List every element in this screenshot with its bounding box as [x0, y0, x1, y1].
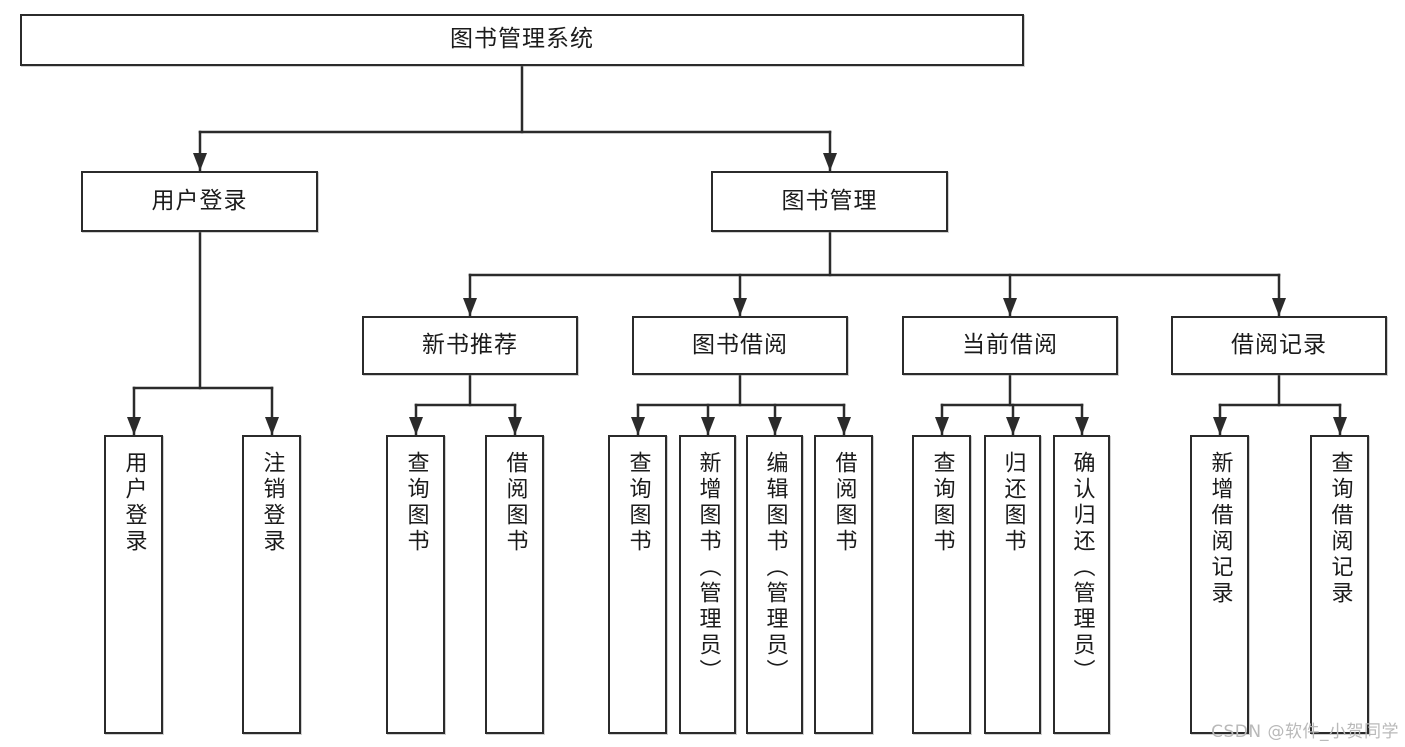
node-label: 编辑图书（管理员）: [762, 451, 788, 685]
node-label: 查询图书: [625, 451, 651, 555]
node-borrow-record[interactable]: 借阅记录: [1171, 316, 1387, 375]
leaf-newbook-borrow-book[interactable]: 借阅图书: [485, 435, 544, 734]
node-label: 归还图书: [1000, 451, 1026, 555]
node-label: 图书借阅: [692, 331, 788, 358]
leaf-current-query-book[interactable]: 查询图书: [912, 435, 971, 734]
node-user-login[interactable]: 用户登录: [81, 171, 318, 232]
node-book-borrow[interactable]: 图书借阅: [632, 316, 848, 375]
leaf-record-query-record[interactable]: 查询借阅记录: [1310, 435, 1369, 734]
leaf-user-logout[interactable]: 注销登录: [242, 435, 301, 734]
node-label: 查询借阅记录: [1327, 451, 1353, 607]
node-label: 注销登录: [259, 451, 285, 555]
node-label: 新增图书（管理员）: [695, 451, 721, 685]
leaf-newbook-query-book[interactable]: 查询图书: [386, 435, 445, 734]
node-label: 图书管理: [781, 187, 878, 214]
node-current-borrow[interactable]: 当前借阅: [902, 316, 1118, 375]
node-label: 查询图书: [929, 451, 955, 555]
node-label: 借阅记录: [1231, 331, 1327, 358]
node-label: 用户登录: [121, 451, 147, 555]
leaf-borrow-borrow-book[interactable]: 借阅图书: [814, 435, 873, 734]
watermark-text: CSDN @软件_小贺同学: [1211, 722, 1399, 742]
node-label: 图书管理系统: [450, 26, 594, 53]
node-new-book-recommend[interactable]: 新书推荐: [362, 316, 578, 375]
node-label: 新增借阅记录: [1207, 451, 1233, 607]
node-label: 查询图书: [403, 451, 429, 555]
leaf-record-add-record[interactable]: 新增借阅记录: [1190, 435, 1249, 734]
leaf-current-return-book[interactable]: 归还图书: [984, 435, 1041, 734]
leaf-borrow-edit-book[interactable]: 编辑图书（管理员）: [746, 435, 803, 734]
node-label: 借阅图书: [502, 451, 528, 555]
node-label: 用户登录: [151, 187, 248, 214]
leaf-borrow-add-book[interactable]: 新增图书（管理员）: [679, 435, 736, 734]
node-label: 确认归还（管理员）: [1069, 451, 1095, 685]
leaf-borrow-query-book[interactable]: 查询图书: [608, 435, 667, 734]
node-label: 借阅图书: [831, 451, 857, 555]
leaf-current-confirm-return[interactable]: 确认归还（管理员）: [1053, 435, 1110, 734]
node-book-management[interactable]: 图书管理: [711, 171, 948, 232]
node-label: 新书推荐: [422, 331, 518, 358]
node-label: 当前借阅: [962, 331, 1058, 358]
node-root[interactable]: 图书管理系统: [20, 14, 1024, 66]
leaf-user-login[interactable]: 用户登录: [104, 435, 163, 734]
